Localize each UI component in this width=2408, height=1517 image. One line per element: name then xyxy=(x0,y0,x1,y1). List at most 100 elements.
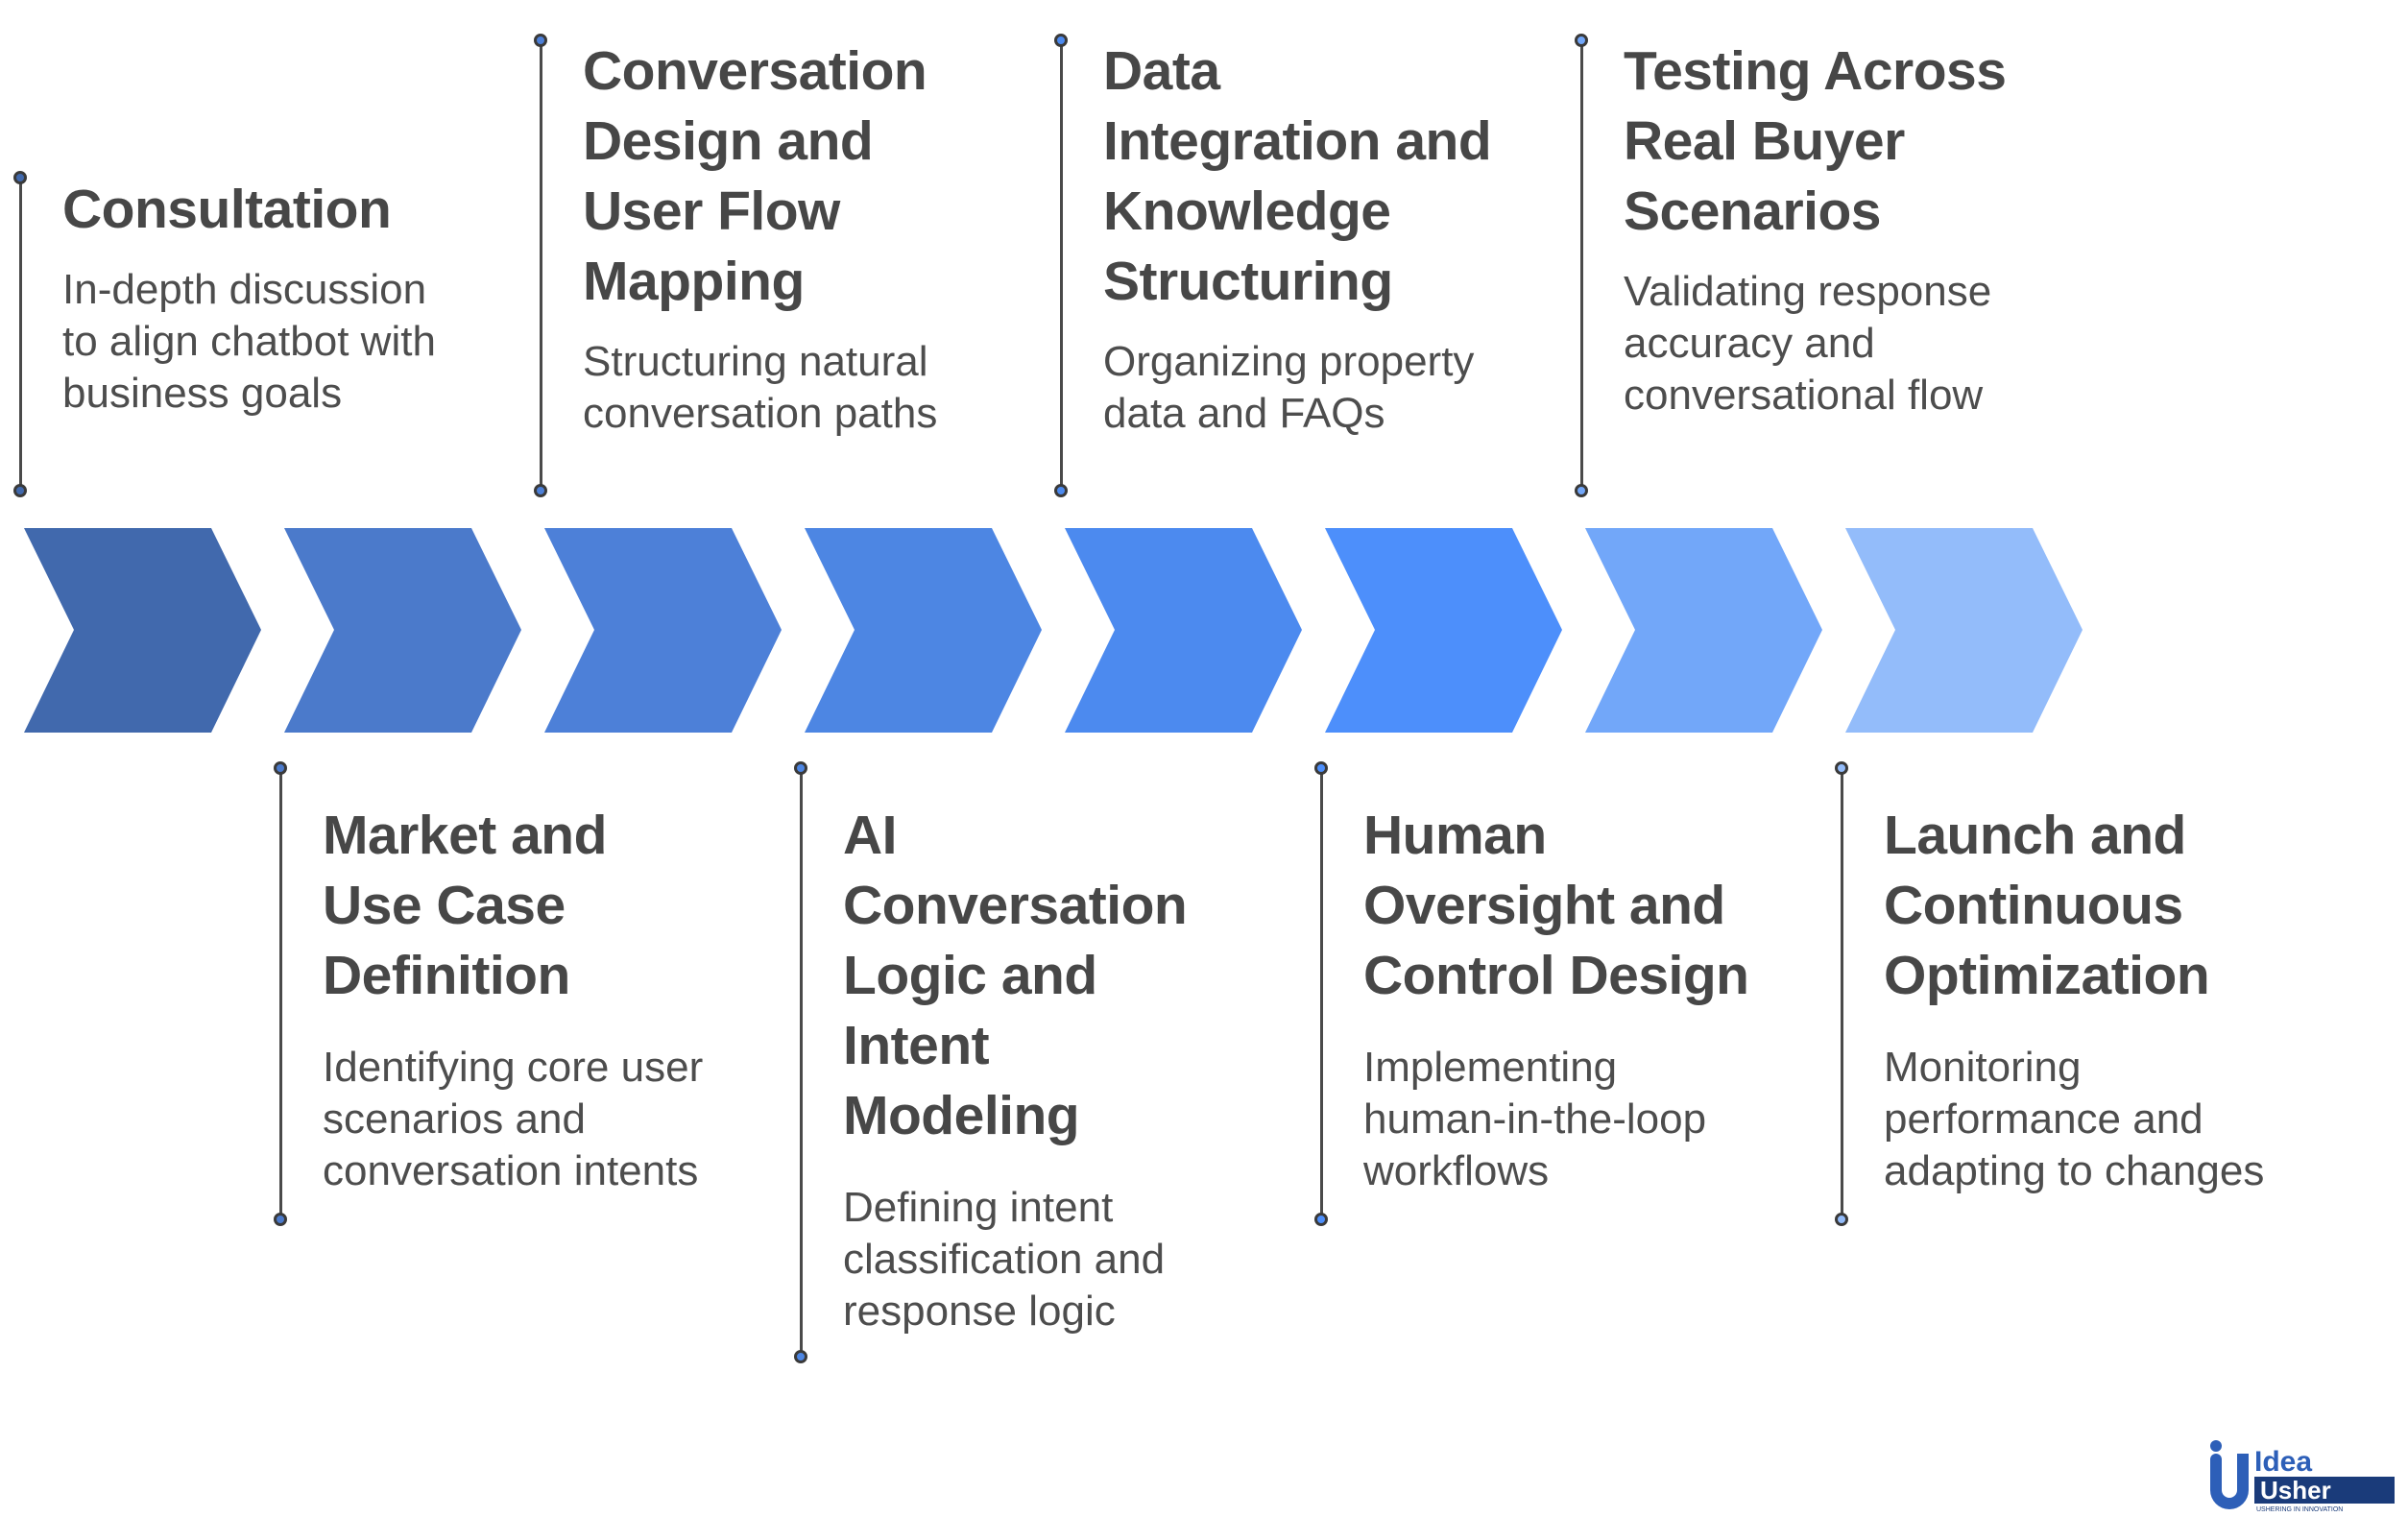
step-title-data-integration-and-knowledge-structuring-line: Integration and xyxy=(1103,110,1492,172)
step-title-market-and-use-case-definition-line: Use Case xyxy=(323,875,566,936)
step-description-1-line: business goals xyxy=(62,370,343,417)
step-title-ai-conversation-logic-and-intent-modeling-line: Intent xyxy=(843,1015,990,1076)
connector-line-step-2 xyxy=(279,768,282,1219)
step-title-ai-conversation-logic-and-intent-modeling-line: AI xyxy=(843,805,898,866)
step-description-7-line: conversational flow xyxy=(1624,372,1984,419)
step-description-1: In-depth discussion to align chatbot with… xyxy=(62,264,436,420)
step-title-testing-across-real-buyer-scenarios-line: Real Buyer xyxy=(1624,110,1905,172)
step-description-7-line: accuracy and xyxy=(1624,320,1875,367)
connector-line-step-3 xyxy=(540,40,542,491)
step-description-3-line: conversation paths xyxy=(583,390,938,437)
connector-line-step-8 xyxy=(1841,768,1843,1219)
step-description-6-line: workflows xyxy=(1363,1147,1550,1194)
step-description-8-line: adapting to changes xyxy=(1884,1147,2265,1194)
step-description-7: Validating response accuracy and conversat… xyxy=(1624,266,1991,421)
chevron-step-7 xyxy=(1585,528,1822,733)
step-description-4: Defining intent classification and respons… xyxy=(843,1182,1165,1337)
chevron-step-1 xyxy=(24,528,261,733)
connector-dot-step-3-end xyxy=(534,484,547,497)
step-title-conversation-design-and-user-flow-mapping-line: User Flow xyxy=(583,181,840,242)
step-title-data-integration-and-knowledge-structuring-line: Knowledge xyxy=(1103,181,1391,242)
step-title-launch-and-continuous-optimization-line: Continuous xyxy=(1884,875,2183,936)
chevron-step-6 xyxy=(1325,528,1562,733)
connector-line-step-1 xyxy=(19,178,22,491)
logo-mark-icon xyxy=(2210,1440,2249,1509)
step-title-testing-across-real-buyer-scenarios-line: Scenarios xyxy=(1624,181,1881,242)
step-title-ai-conversation-logic-and-intent-modeling-line: Conversation xyxy=(843,875,1188,936)
connector-line-step-7 xyxy=(1580,40,1583,491)
step-description-6-line: human-in-the-loop xyxy=(1363,1096,1707,1143)
connector-dot-step-5-end xyxy=(1054,484,1068,497)
logo-word-bottom: Usher xyxy=(2260,1476,2331,1505)
step-title-conversation-design-and-user-flow-mapping-line: Mapping xyxy=(583,251,805,312)
connector-dot-step-1-start xyxy=(13,171,27,184)
step-description-8-line: Monitoring xyxy=(1884,1044,2082,1091)
connector-dot-step-6-start xyxy=(1314,761,1328,775)
connector-line-step-4 xyxy=(800,768,803,1357)
connector-dot-step-8-start xyxy=(1835,761,1848,775)
connector-dot-step-3-start xyxy=(534,34,547,47)
step-title-human-oversight-and-control-design-line: Control Design xyxy=(1363,945,1749,1006)
connector-dot-step-2-end xyxy=(274,1213,287,1226)
logo-tagline: USHERING IN INNOVATION xyxy=(2256,1506,2343,1512)
chevron-step-3 xyxy=(544,528,782,733)
connector-dot-step-2-start xyxy=(274,761,287,775)
step-description-1-line: In-depth discussion xyxy=(62,266,427,313)
step-description-4-line: Defining intent xyxy=(843,1184,1114,1231)
step-description-3: Structuring natural conversation paths xyxy=(583,336,937,440)
connector-dot-step-7-end xyxy=(1575,484,1588,497)
connector-dot-step-7-start xyxy=(1575,34,1588,47)
step-title-conversation-design-and-user-flow-mapping-line: Conversation xyxy=(583,40,927,102)
idea-usher-logo: Idea Usher USHERING IN INNOVATION xyxy=(2204,1440,2396,1513)
step-title-ai-conversation-logic-and-intent-modeling-line: Modeling xyxy=(843,1085,1080,1146)
step-title-human-oversight-and-control-design-line: Oversight and xyxy=(1363,875,1725,936)
step-title-consultation-line: Consultation xyxy=(62,179,392,240)
connector-line-step-5 xyxy=(1060,40,1063,491)
chevron-step-2 xyxy=(284,528,521,733)
connector-dot-step-5-start xyxy=(1054,34,1068,47)
chevron-step-5 xyxy=(1065,528,1302,733)
connector-line-step-6 xyxy=(1320,768,1323,1219)
step-description-5-line: data and FAQs xyxy=(1103,390,1385,437)
connector-dot-step-4-end xyxy=(794,1350,807,1363)
step-title-ai-conversation-logic-and-intent-modeling-line: Logic and xyxy=(843,945,1097,1006)
chevron-step-8 xyxy=(1845,528,2083,733)
step-description-2-line: Identifying core user xyxy=(323,1044,704,1091)
step-title-data-integration-and-knowledge-structuring-line: Structuring xyxy=(1103,251,1393,312)
chevron-step-4 xyxy=(805,528,1042,733)
step-title-human-oversight-and-control-design-line: Human xyxy=(1363,805,1547,866)
step-description-4-line: classification and xyxy=(843,1236,1166,1283)
step-title-market-and-use-case-definition-line: Market and xyxy=(323,805,607,866)
connector-dot-step-1-end xyxy=(13,484,27,497)
connector-dot-step-8-end xyxy=(1835,1213,1848,1226)
step-title-launch-and-continuous-optimization-line: Optimization xyxy=(1884,945,2210,1006)
step-title-market-and-use-case-definition-line: Definition xyxy=(323,945,570,1006)
step-title-conversation-design-and-user-flow-mapping-line: Design and xyxy=(583,110,874,172)
connector-dot-step-4-start xyxy=(794,761,807,775)
step-title-launch-and-continuous-optimization-line: Launch and xyxy=(1884,805,2186,866)
step-title-consultation: Consultation xyxy=(62,175,392,245)
step-description-1-line: to align chatbot with xyxy=(62,318,436,365)
step-description-2-line: scenarios and xyxy=(323,1096,586,1143)
step-description-4-line: response logic xyxy=(843,1288,1116,1335)
step-title-testing-across-real-buyer-scenarios-line: Testing Across xyxy=(1624,40,2007,102)
step-description-7-line: Validating response xyxy=(1624,268,1992,315)
logo-word-top: Idea xyxy=(2254,1446,2312,1478)
step-description-2-line: conversation intents xyxy=(323,1147,699,1194)
step-description-5: Organizing property data and FAQs xyxy=(1103,336,1474,440)
step-description-3-line: Structuring natural xyxy=(583,338,928,385)
connector-dot-step-6-end xyxy=(1314,1213,1328,1226)
step-description-5-line: Organizing property xyxy=(1103,338,1475,385)
